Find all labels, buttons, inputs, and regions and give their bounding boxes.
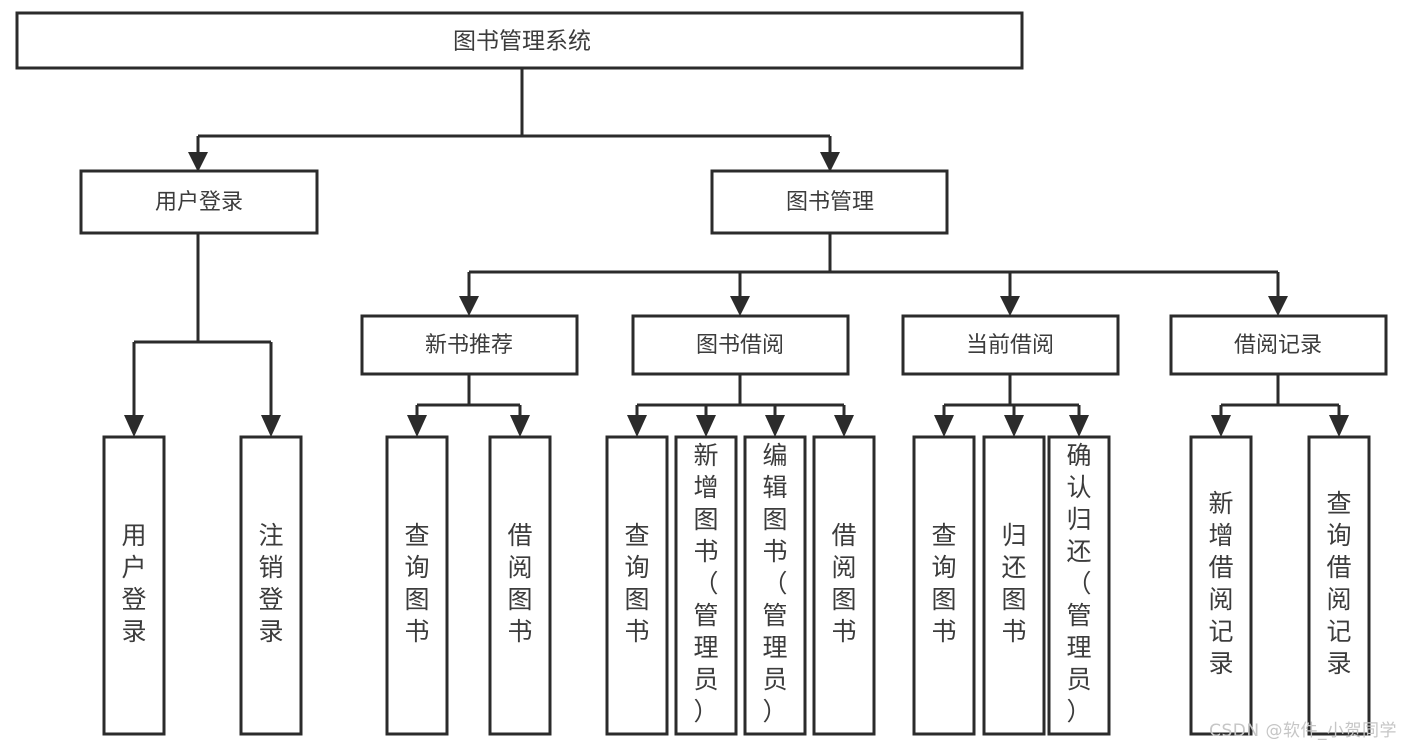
leaf-confirm-return-label: 确认归还（管理员） xyxy=(1066,441,1091,726)
leaf-node-return-book[interactable]: 归还图书 xyxy=(982,435,1046,736)
leaf-query-record-box[interactable] xyxy=(1307,435,1371,736)
connector-group-root xyxy=(188,68,840,172)
leaf-query-book-3-label: 查询图书 xyxy=(931,521,956,646)
arrow-head-leaf-user-login xyxy=(124,415,144,437)
leaf-node-logout-login[interactable]: 注销登录 xyxy=(239,435,303,736)
leaf-query-book-1-label: 查询图书 xyxy=(404,521,429,646)
leaf-query-book-1-box[interactable] xyxy=(385,435,449,736)
node-current-borrow-label: 当前借阅 xyxy=(966,333,1054,358)
arrow-head-leaf-query-book-3 xyxy=(934,415,954,437)
connector-group-borrow-record xyxy=(1211,374,1349,437)
arrow-head-leaf-query-record xyxy=(1329,415,1349,437)
leaf-borrow-book-1-box[interactable] xyxy=(488,435,552,736)
leaf-query-book-2-box[interactable] xyxy=(605,435,669,736)
leaf-query-book-3-box[interactable] xyxy=(912,435,976,736)
node-borrow-record[interactable]: 借阅记录 xyxy=(1169,314,1388,376)
leaf-add-record-label: 新增借阅记录 xyxy=(1208,489,1233,678)
leaf-user-login-label: 用户登录 xyxy=(121,521,146,646)
csdn-watermark: CSDN @软件_小贺同学 xyxy=(1209,721,1397,741)
node-root-label: 图书管理系统 xyxy=(453,29,591,55)
connector-group-book-management xyxy=(459,233,1288,316)
leaf-edit-book-box[interactable] xyxy=(743,435,807,736)
arrow-head-leaf-logout-login xyxy=(261,415,281,437)
leaf-node-borrow-book-2[interactable]: 借阅图书 xyxy=(812,435,876,736)
leaf-node-query-record[interactable]: 查询借阅记录 xyxy=(1307,435,1371,736)
arrow-head-leaf-add-book xyxy=(696,415,716,437)
node-book-management-label: 图书管理 xyxy=(786,190,874,215)
leaf-edit-book-label: 编辑图书（管理员） xyxy=(762,441,787,726)
leaf-add-record-box[interactable] xyxy=(1189,435,1253,736)
arrow-head-leaf-query-book-1 xyxy=(407,415,427,437)
arrow-head-user-login xyxy=(188,152,208,172)
node-book-borrow[interactable]: 图书借阅 xyxy=(631,314,850,376)
arrow-head-leaf-borrow-book-1 xyxy=(510,415,530,437)
leaf-query-book-2-label: 查询图书 xyxy=(624,521,649,646)
node-current-borrow[interactable]: 当前借阅 xyxy=(901,314,1120,376)
node-new-book-recommend-label: 新书推荐 xyxy=(425,333,513,358)
arrow-head-borrow-record xyxy=(1268,296,1288,316)
leaf-node-user-login[interactable]: 用户登录 xyxy=(102,435,166,736)
arrow-head-leaf-add-record xyxy=(1211,415,1231,437)
node-book-borrow-label: 图书借阅 xyxy=(696,333,784,358)
leaf-logout-login-box[interactable] xyxy=(239,435,303,736)
node-book-borrow-box[interactable] xyxy=(631,314,850,376)
arrow-head-leaf-borrow-book-2 xyxy=(834,415,854,437)
arrow-head-book-management xyxy=(820,152,840,172)
leaf-user-login-box[interactable] xyxy=(102,435,166,736)
node-new-book-recommend-box[interactable] xyxy=(360,314,579,376)
leaf-borrow-book-2-box[interactable] xyxy=(812,435,876,736)
leaf-return-book-box[interactable] xyxy=(982,435,1046,736)
leaf-node-confirm-return[interactable]: 确认归还（管理员） xyxy=(1047,435,1111,736)
leaf-borrow-book-2-label: 借阅图书 xyxy=(831,521,856,646)
leaf-node-add-record[interactable]: 新增借阅记录 xyxy=(1189,435,1253,736)
node-root-box[interactable] xyxy=(15,11,1024,70)
node-borrow-record-label: 借阅记录 xyxy=(1234,333,1322,358)
connector-group-new-book-recommend xyxy=(407,374,530,437)
leaf-node-query-book-3[interactable]: 查询图书 xyxy=(912,435,976,736)
leaf-borrow-book-1-label: 借阅图书 xyxy=(507,521,532,646)
node-user-login-label: 用户登录 xyxy=(155,190,243,215)
leaf-node-add-book[interactable]: 新增图书（管理员） xyxy=(674,435,738,736)
connector-group-user-login xyxy=(124,233,281,437)
leaf-add-book-box[interactable] xyxy=(674,435,738,736)
arrow-head-book-borrow xyxy=(730,296,750,316)
leaf-logout-login-label: 注销登录 xyxy=(258,521,283,646)
node-current-borrow-box[interactable] xyxy=(901,314,1120,376)
leaf-return-book-label: 归还图书 xyxy=(1001,521,1026,646)
node-book-management-box[interactable] xyxy=(710,169,949,235)
node-user-login-box[interactable] xyxy=(79,169,319,235)
node-book-management[interactable]: 图书管理 xyxy=(710,169,949,235)
node-new-book-recommend[interactable]: 新书推荐 xyxy=(360,314,579,376)
connector-group-current-borrow xyxy=(934,374,1089,437)
arrow-head-current-borrow xyxy=(1000,296,1020,316)
node-user-login[interactable]: 用户登录 xyxy=(79,169,319,235)
leaf-query-record-label: 查询借阅记录 xyxy=(1326,489,1351,678)
arrow-head-leaf-edit-book xyxy=(765,415,785,437)
node-borrow-record-box[interactable] xyxy=(1169,314,1388,376)
leaf-confirm-return-box[interactable] xyxy=(1047,435,1111,736)
arrow-head-leaf-query-book-2 xyxy=(627,415,647,437)
leaf-node-borrow-book-1[interactable]: 借阅图书 xyxy=(488,435,552,736)
arrow-head-leaf-confirm-return xyxy=(1069,415,1089,437)
arrow-head-new-book-recommend xyxy=(459,296,479,316)
arrow-head-leaf-return-book xyxy=(1004,415,1024,437)
node-root[interactable]: 图书管理系统 xyxy=(15,11,1024,70)
connector-group-book-borrow xyxy=(627,374,854,437)
leaf-node-query-book-2[interactable]: 查询图书 xyxy=(605,435,669,736)
leaf-add-book-label: 新增图书（管理员） xyxy=(693,441,718,726)
leaf-node-query-book-1[interactable]: 查询图书 xyxy=(385,435,449,736)
leaf-node-edit-book[interactable]: 编辑图书（管理员） xyxy=(743,435,807,736)
